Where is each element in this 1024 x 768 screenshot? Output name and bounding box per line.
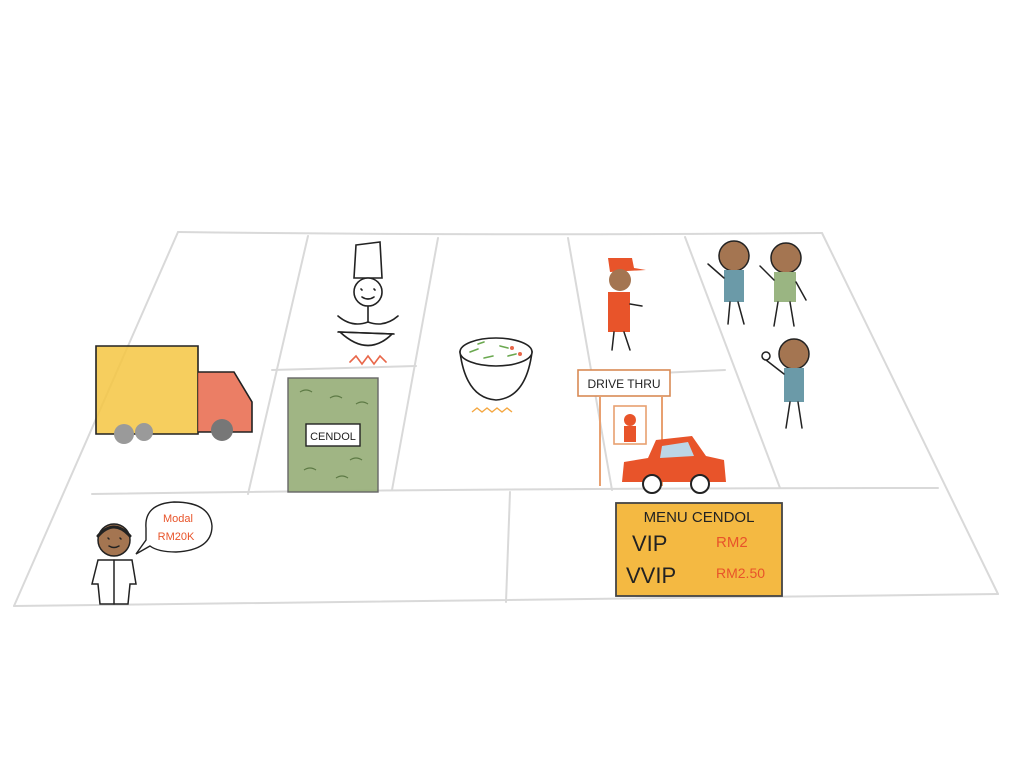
grid-divider-2 xyxy=(391,237,439,491)
cendol-strands xyxy=(469,341,517,359)
red-bean-1 xyxy=(510,346,514,350)
truck-cab-outline xyxy=(198,371,253,433)
red-bean-2 xyxy=(518,352,522,356)
chef-hat xyxy=(353,241,383,279)
menu-board-background xyxy=(615,502,783,597)
waiter-body xyxy=(608,292,630,332)
waiter-icon xyxy=(608,258,646,351)
bowl-steam xyxy=(471,407,513,413)
customer-2-arm xyxy=(759,265,807,301)
truck-cargo xyxy=(96,346,198,434)
package-label-box xyxy=(305,423,361,447)
menu-item-name: VIP xyxy=(632,531,667,556)
customer-group-icon xyxy=(707,240,810,429)
delivery-truck-icon xyxy=(95,345,253,444)
menu-board: MENU CENDOL VIP RM2 VVIP RM2.50 xyxy=(615,502,783,597)
package-outline xyxy=(287,377,379,493)
drive-thru-icon: DRIVE THRU xyxy=(577,369,726,494)
drive-thru-sign-text: DRIVE THRU xyxy=(587,377,660,391)
speech-bubble-outline xyxy=(135,501,213,555)
truck-cab xyxy=(198,372,252,432)
menu-item-name: VVIP xyxy=(626,563,676,588)
clerk-body xyxy=(624,426,636,442)
cook-arms xyxy=(337,315,399,325)
customer-3-body xyxy=(784,368,804,402)
grid-bottom-edge xyxy=(13,593,999,607)
truck-wheel-1 xyxy=(114,424,134,444)
bowl-rim xyxy=(459,337,533,367)
owner-figure-icon xyxy=(91,523,137,605)
clerk-head xyxy=(624,414,636,426)
car-wheel-1 xyxy=(642,474,662,494)
car-window xyxy=(660,442,694,458)
speech-line-2: RM20K xyxy=(158,531,195,543)
owner-speech-bubble: Modal RM20K xyxy=(135,501,213,555)
package-label: CENDOL xyxy=(310,431,356,443)
grid-sub-activities xyxy=(271,365,417,371)
customer-2-legs xyxy=(773,301,795,327)
car-wheel-2 xyxy=(690,474,710,494)
grid-bottom-divider xyxy=(505,491,511,603)
waiter-cap xyxy=(608,258,646,272)
cook-with-wok-icon xyxy=(337,241,399,366)
package-texture xyxy=(299,389,369,479)
grid-middle-horizontal xyxy=(91,487,939,495)
waiter-arm xyxy=(629,303,643,307)
grid-divider-3 xyxy=(567,237,613,491)
drive-thru-sign xyxy=(577,369,671,397)
menu-item-price: RM2.50 xyxy=(716,565,765,581)
menu-item-price: RM2 xyxy=(716,534,748,551)
cook-face xyxy=(360,288,376,300)
stove-flame xyxy=(349,354,387,366)
customer-2-body xyxy=(774,272,796,302)
customer-3-legs xyxy=(785,401,803,429)
customer-1-body xyxy=(724,270,744,302)
customer-3-cup xyxy=(761,351,771,361)
truck-cargo-outline xyxy=(95,345,199,435)
speech-line-1: Modal xyxy=(163,513,193,525)
owner-face xyxy=(107,537,122,549)
car-body xyxy=(622,436,726,482)
grid-right-edge xyxy=(821,232,999,595)
customer-1-head xyxy=(718,240,750,272)
customer-2-head xyxy=(770,242,802,274)
grid-divider-4 xyxy=(684,236,781,489)
waiter-head xyxy=(609,269,631,291)
grid-top-edge xyxy=(177,231,823,236)
owner-hair xyxy=(96,525,132,538)
customer-1-arm xyxy=(707,263,725,279)
truck-wheel-3 xyxy=(211,419,233,441)
cendol-package-icon: CENDOL xyxy=(287,377,379,493)
owner-head xyxy=(97,523,131,557)
cendol-bowl-icon xyxy=(459,337,533,413)
waiter-legs xyxy=(611,331,631,351)
cook-head xyxy=(353,277,383,307)
truck-wheel-2 xyxy=(135,423,153,441)
menu-title: MENU CENDOL xyxy=(644,509,755,526)
customer-3-head xyxy=(778,338,810,370)
grid-divider-1 xyxy=(247,235,309,495)
customer-1-legs xyxy=(727,301,745,325)
wok-rim xyxy=(337,331,395,335)
customer-3-arm xyxy=(765,359,785,375)
